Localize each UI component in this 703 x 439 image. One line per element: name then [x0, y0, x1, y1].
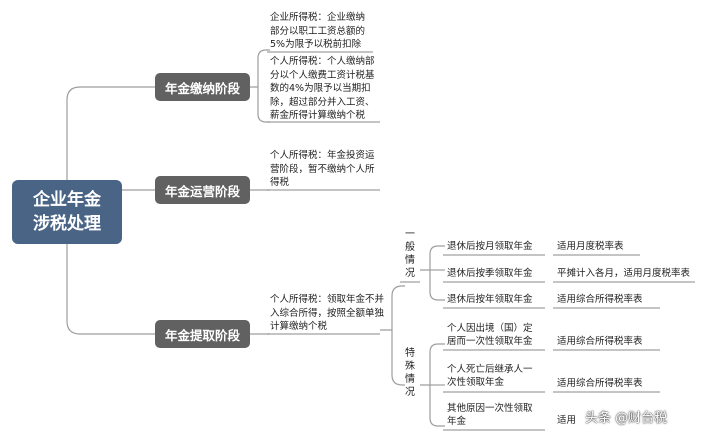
group-label-special: 特殊情况	[405, 348, 415, 398]
root-node[interactable]: 企业年金 涉税处理	[12, 180, 122, 244]
root-title-line1: 企业年金	[33, 190, 101, 210]
case-quarterly: 退休后按季领取年金	[447, 268, 533, 279]
stage-contribution[interactable]: 年金缴纳阶段	[155, 73, 250, 101]
stage-operation[interactable]: 年金运营阶段	[155, 176, 250, 204]
case-monthly: 退休后按月领取年金	[447, 241, 533, 252]
case-other-lump-sum: 其他原因一次性领取 年金	[447, 403, 533, 427]
case-inheritance: 个人死亡后继承人一 次性领取年金	[447, 364, 533, 388]
case-yearly: 退休后按年领取年金	[447, 294, 533, 305]
tax-monthly: 适用月度税率表	[557, 241, 624, 252]
tax-quarterly: 平摊计入各月，适用月度税率表	[557, 268, 691, 279]
group-label-general: 一般情况	[405, 229, 415, 279]
root-title-line2: 涉税处理	[33, 214, 101, 234]
case-emigration: 个人因出境（国）定 居而一次性领取年金	[447, 323, 533, 347]
tax-yearly: 适用综合所得税率表	[557, 294, 643, 305]
tax-other-lump-sum: 适用	[557, 415, 577, 426]
note-personal-income-tax-extraction: 个人所得税：领取年金不并 入综合所得，按照全额单独 计算缴纳个税	[270, 294, 385, 332]
note-corporate-income-tax: 企业所得税：企业缴纳 部分以职工工资总额的 5%为限予以税前扣除	[270, 12, 366, 50]
note-personal-income-tax-operation: 个人所得税：年金投资运 营阶段，暂不缴纳个人所 得税	[270, 150, 375, 188]
tax-emigration: 适用综合所得税率表	[557, 336, 643, 347]
watermark: 头条 @财台税	[585, 411, 668, 426]
stage-extraction[interactable]: 年金提取阶段	[155, 320, 250, 348]
note-personal-income-tax-contribution: 个人所得税：个人缴纳部 分以个人缴费工资计税基 数的4%为限予以当期扣 除，超过…	[270, 56, 375, 121]
tax-inheritance: 适用综合所得税率表	[557, 378, 643, 389]
